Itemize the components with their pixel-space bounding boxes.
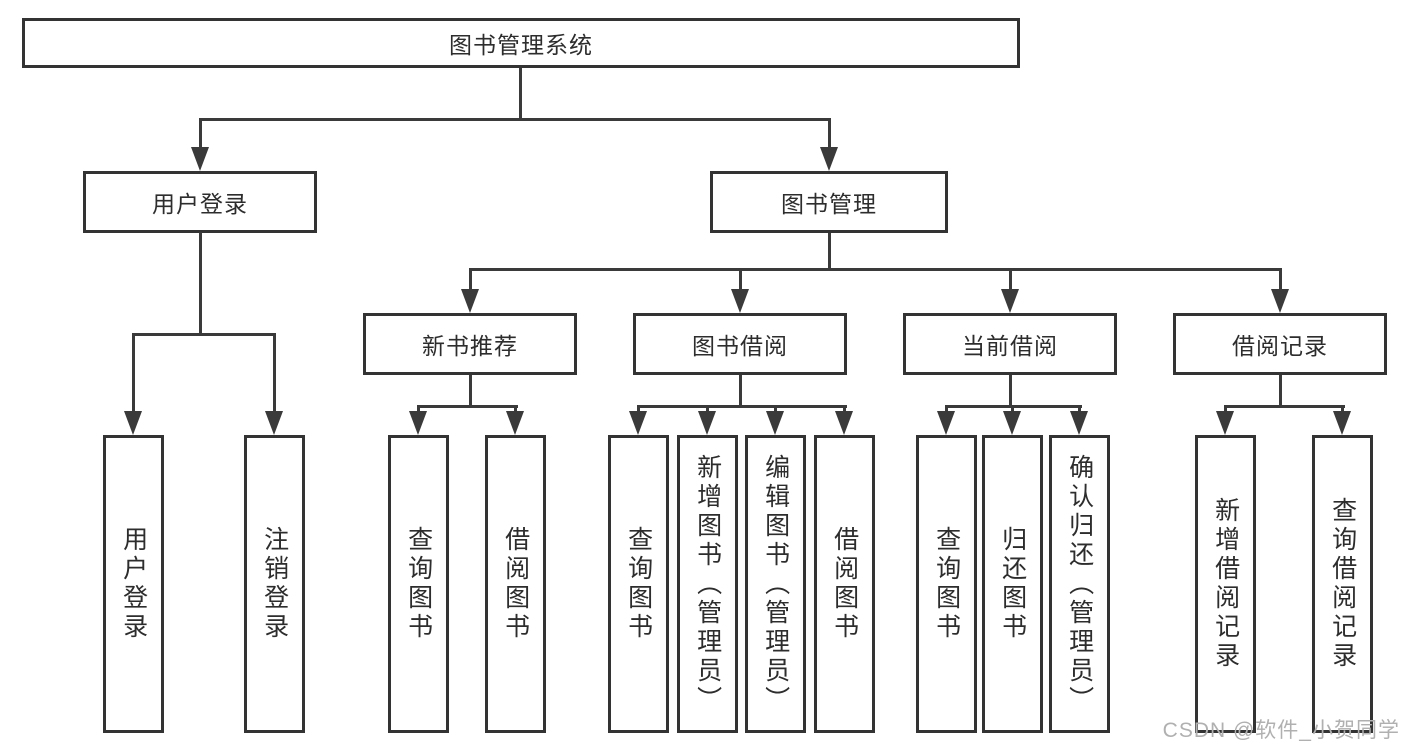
connector-line — [945, 405, 948, 414]
connector-line — [469, 268, 1282, 271]
connector-line — [132, 333, 276, 336]
connector-line — [417, 405, 420, 414]
node-root-system: 图书管理系统 — [22, 18, 1020, 68]
node-book-management-label: 图书管理 — [781, 191, 877, 217]
arrowhead-down — [937, 411, 955, 435]
leaf-current-query-books-label: 查询图书 — [932, 526, 961, 642]
arrowhead-down — [766, 411, 784, 435]
connector-line — [199, 232, 202, 336]
arrowhead-down — [191, 147, 209, 171]
arrowhead-down — [1001, 289, 1019, 313]
connector-line — [843, 405, 846, 414]
leaf-logout: 注销登录 — [244, 435, 305, 733]
leaf-newbooks-borrow-books-label: 借阅图书 — [501, 526, 530, 642]
leaf-current-return-books: 归还图书 — [982, 435, 1043, 733]
leaf-newbooks-borrow-books: 借阅图书 — [485, 435, 546, 733]
arrowhead-down — [1216, 411, 1234, 435]
arrowhead-down — [820, 147, 838, 171]
connector-line — [739, 375, 742, 408]
node-borrow-records-label: 借阅记录 — [1232, 333, 1328, 359]
leaf-borrow-add-books-admin: 新增图书（管理员） — [677, 435, 738, 733]
arrowhead-down — [409, 411, 427, 435]
leaf-borrow-query-books: 查询图书 — [608, 435, 669, 733]
connector-line — [1078, 405, 1081, 414]
node-user-login: 用户登录 — [83, 171, 317, 233]
connector-line — [1279, 268, 1282, 292]
leaf-current-confirm-return-admin: 确认归还（管理员） — [1049, 435, 1110, 733]
connector-line — [1009, 268, 1012, 292]
leaf-user-login-label: 用户登录 — [119, 526, 148, 642]
leaf-records-add-record: 新增借阅记录 — [1195, 435, 1256, 733]
node-new-book-recommend: 新书推荐 — [363, 313, 577, 375]
csdn-watermark: CSDN @软件_小贺同学 — [1162, 719, 1400, 742]
leaf-current-return-books-label: 归还图书 — [998, 526, 1027, 642]
leaf-logout-label: 注销登录 — [260, 526, 289, 642]
leaf-user-login: 用户登录 — [103, 435, 164, 733]
node-borrow-records: 借阅记录 — [1173, 313, 1387, 375]
arrowhead-down — [698, 411, 716, 435]
connector-line — [828, 233, 831, 271]
leaf-newbooks-query-books-label: 查询图书 — [404, 526, 433, 642]
connector-line — [1279, 375, 1282, 408]
arrowhead-down — [1333, 411, 1351, 435]
connector-line — [637, 405, 847, 408]
connector-line — [637, 405, 640, 414]
connector-line — [514, 405, 517, 414]
arrowhead-down — [265, 411, 283, 435]
node-user-login-label: 用户登录 — [152, 191, 248, 217]
connector-line — [469, 375, 472, 408]
leaf-current-confirm-return-admin-label: 确认归还（管理员） — [1065, 453, 1094, 715]
connector-line — [706, 405, 709, 414]
arrowhead-down — [731, 289, 749, 313]
leaf-borrow-borrow-books: 借阅图书 — [814, 435, 875, 733]
arrowhead-down — [1070, 411, 1088, 435]
arrowhead-down — [629, 411, 647, 435]
node-book-borrow-label: 图书借阅 — [692, 333, 788, 359]
leaf-borrow-edit-books-admin: 编辑图书（管理员） — [745, 435, 806, 733]
arrowhead-down — [835, 411, 853, 435]
node-book-management: 图书管理 — [710, 171, 948, 233]
leaf-current-query-books: 查询图书 — [916, 435, 977, 733]
connector-line — [739, 268, 742, 292]
connector-line — [774, 405, 777, 414]
arrowhead-down — [461, 289, 479, 313]
node-current-borrow-label: 当前借阅 — [962, 333, 1058, 359]
connector-line — [1011, 405, 1014, 414]
connector-line — [1009, 375, 1012, 408]
leaf-borrow-add-books-admin-label: 新增图书（管理员） — [693, 453, 722, 715]
node-current-borrow: 当前借阅 — [903, 313, 1117, 375]
node-new-book-recommend-label: 新书推荐 — [422, 333, 518, 359]
leaf-borrow-query-books-label: 查询图书 — [624, 526, 653, 642]
leaf-borrow-borrow-books-label: 借阅图书 — [830, 526, 859, 642]
connector-line — [417, 405, 518, 408]
leaf-records-add-record-label: 新增借阅记录 — [1211, 497, 1240, 671]
node-book-borrow: 图书借阅 — [633, 313, 847, 375]
connector-line — [199, 118, 831, 121]
connector-line — [1224, 405, 1345, 408]
connector-line — [199, 118, 202, 150]
leaf-records-query-record-label: 查询借阅记录 — [1328, 497, 1357, 671]
leaf-newbooks-query-books: 查询图书 — [388, 435, 449, 733]
arrowhead-down — [506, 411, 524, 435]
connector-line — [273, 333, 276, 413]
connector-line — [519, 68, 522, 120]
arrowhead-down — [124, 411, 142, 435]
leaf-borrow-edit-books-admin-label: 编辑图书（管理员） — [761, 453, 790, 715]
connector-line — [1341, 405, 1344, 414]
connector-line — [132, 333, 135, 413]
node-root-system-label: 图书管理系统 — [449, 32, 593, 58]
connector-line — [828, 118, 831, 150]
connector-line — [469, 268, 472, 292]
arrowhead-down — [1271, 289, 1289, 313]
arrowhead-down — [1003, 411, 1021, 435]
connector-line — [1224, 405, 1227, 414]
leaf-records-query-record: 查询借阅记录 — [1312, 435, 1373, 733]
